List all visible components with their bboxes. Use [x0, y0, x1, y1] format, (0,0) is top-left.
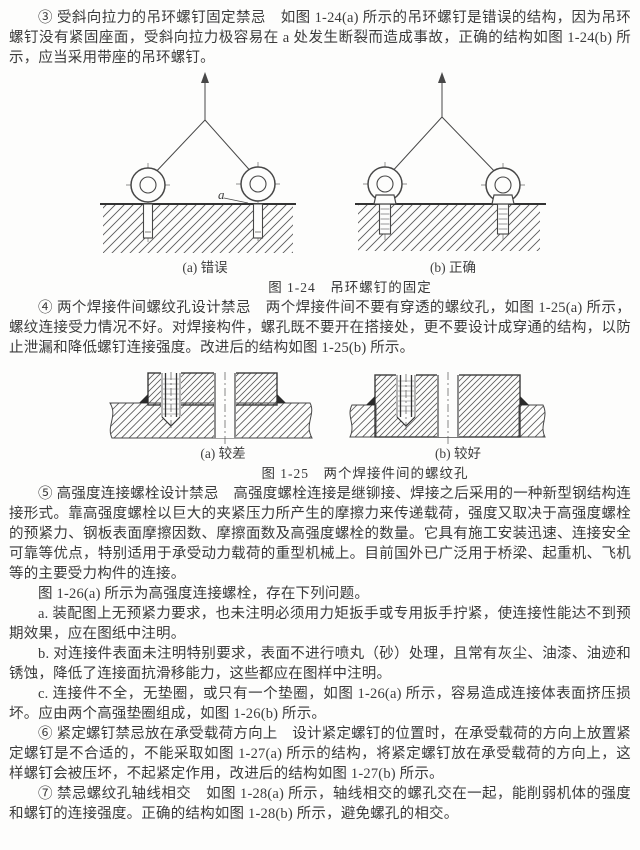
figure-1-24: a — [9, 68, 631, 298]
paragraph-7-intersecting-holes-taboo: ⑦ 禁忌螺纹孔轴线相交 如图 1-28(a) 所示，轴线相交的螺孔交在一起，能削… — [9, 786, 631, 822]
list-item-b: b. 对连接件表面未注明特别要求，表面不进行喷丸（砂）处理，且常有灰尘、油漆、油… — [9, 646, 631, 682]
threaded-hole-blind — [396, 374, 416, 431]
center-bore — [214, 372, 236, 444]
figure-1-25: (a) 较差 (b) 较好 图 1-25 两个焊接件间的螺纹孔 — [9, 372, 631, 484]
center-bore — [437, 372, 459, 444]
subcaption-1-24b: (b) 正确 — [429, 260, 477, 275]
point-label-a: a — [218, 187, 249, 204]
hoist-arrow — [151, 80, 255, 177]
arrow-head — [201, 72, 209, 83]
seat-collar — [491, 194, 515, 205]
figure-caption-1-24: 图 1-24 吊环螺钉的固定 — [268, 280, 432, 295]
base-plate-left — [349, 404, 377, 438]
point-label-a-text: a — [218, 187, 225, 202]
weld-seam-left — [139, 394, 148, 403]
paragraph-3-eyebolt-taboo: ③ 受斜向拉力的吊环螺钉固定禁忌 如图 1-24(a) 所示的吊环螺钉是错误的结… — [9, 10, 631, 66]
subcaption-1-25b: (b) 较好 — [434, 446, 482, 461]
weld-seam-left — [366, 396, 375, 405]
subcaption-1-25a: (a) 较差 — [200, 446, 246, 461]
subcaption-1-24a: (a) 错误 — [182, 260, 228, 275]
paragraph-fig-1-26-intro: 图 1-26(a) 所示为高强度连接螺栓，存在下列问题。 — [38, 586, 370, 602]
figure-1-24-subcaptions: (a) 错误 (b) 正确 — [9, 260, 631, 277]
paragraph-6-set-screw-taboo: ⑥ 紧定螺钉禁忌放在承受载荷方向上 设计紧定螺钉的位置时，在承受载荷的方向上放置… — [9, 726, 631, 782]
weld-seam-right — [277, 394, 286, 403]
subfigure-1-25a — [109, 372, 313, 444]
eyebolt-right-b — [481, 163, 525, 240]
subfigure-1-25b — [349, 372, 546, 444]
eyebolt-right-a — [236, 162, 280, 241]
figure-caption-1-25: 图 1-25 两个焊接件间的螺纹孔 — [261, 466, 469, 481]
hoist-arrow — [388, 80, 500, 177]
base-plate-right — [518, 404, 546, 438]
subfigure-1-24b — [355, 72, 546, 251]
seat-collar — [373, 194, 397, 205]
figure-1-25-subcaptions: (a) 较差 (b) 较好 — [9, 446, 631, 463]
subfigure-1-24a: a — [100, 72, 296, 253]
threaded-hole-through — [161, 372, 181, 431]
eyebolt-left-b — [363, 162, 407, 240]
hatched-base — [103, 205, 293, 253]
figure-1-24-drawing: a — [100, 72, 546, 253]
paragraph-4-weldment-hole-taboo: ④ 两个焊接件间螺纹孔设计禁忌 两个焊接件间不要有穿透的螺纹孔，如图 1-25(… — [9, 300, 631, 356]
arrow-head — [438, 72, 446, 83]
eyebolt-left-a — [126, 163, 170, 242]
figure-1-25-drawing — [109, 372, 546, 444]
list-item-a: a. 装配图上无预紧力要求，也未注明必须用力矩扳手或专用扳手拧紧，使连接性能达不… — [9, 606, 631, 642]
base-plate — [109, 402, 313, 439]
paragraph-5-high-strength-bolt-taboo: ⑤ 高强度连接螺栓设计禁忌 高强度螺栓连接是继铆接、焊接之后采用的一种新型钢结构… — [9, 486, 631, 582]
weld-seam-right — [520, 396, 529, 405]
list-item-c: c. 连接件不全，无垫圈，或只有一个垫圈，如图 1-26(a) 所示，容易造成连… — [9, 686, 631, 722]
